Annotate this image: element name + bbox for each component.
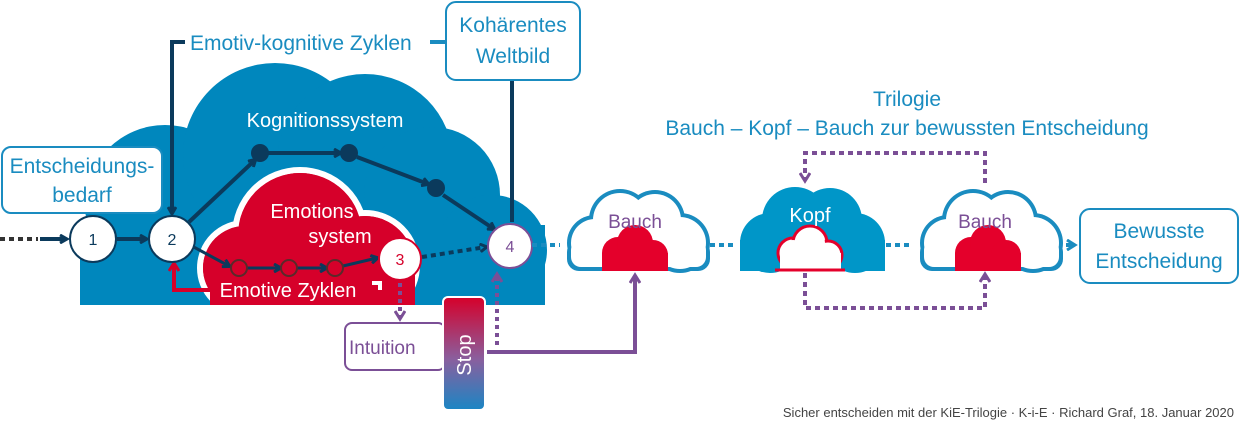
node-3: 3: [378, 237, 422, 281]
cognitive-paths: [40, 40, 514, 268]
node-2-label: 2: [168, 232, 177, 249]
entscheidungsbedarf-box: Entscheidungs- bedarf: [1, 146, 163, 214]
bewusste-entscheidung-box: Bewusste Entscheidung: [1079, 208, 1239, 284]
bewusste-line-2: Entscheidung: [1095, 250, 1222, 273]
node-2: 2: [148, 215, 196, 263]
koharentes-line-1: Kohärentes: [459, 14, 566, 37]
emotion-dots: [230, 259, 344, 277]
bauch-cloud-1: Bauch: [567, 189, 710, 273]
koharentes-weltbild-box: Kohärentes Weltbild: [445, 1, 581, 81]
bewusste-line-1: Bewusste: [1113, 220, 1204, 243]
node-3-label: 3: [396, 252, 405, 269]
loop-bottom-arrow: [803, 273, 985, 310]
node-1-label: 1: [89, 232, 98, 249]
kopf-label: Kopf: [789, 205, 831, 227]
cognition-dots: [251, 144, 445, 197]
entscheidungsbedarf-line-2: bedarf: [52, 184, 112, 207]
trilogie-subtitle: Bauch – Kopf – Bauch zur bewussten Entsc…: [665, 117, 1148, 140]
bauch-2-label: Bauch: [958, 212, 1012, 233]
bauch-red-cloud-2: [955, 225, 1021, 271]
intuition-box: Intuition: [344, 322, 446, 371]
bauch-red-cloud-1: [602, 225, 668, 271]
node-1: 1: [69, 215, 117, 263]
bauch-1-label: Bauch: [608, 212, 662, 233]
kopf-cloud: Kopf: [740, 187, 885, 273]
loop-top-arrow: [805, 151, 987, 183]
emotiv-kognitive-label: Emotiv-kognitive Zyklen: [190, 32, 412, 55]
footer-credit: Sicher entscheiden mit der KiE-Trilogie …: [783, 405, 1234, 420]
trilogie-title: Trilogie: [873, 88, 941, 111]
entscheidungsbedarf-line-1: Entscheidungs-: [10, 155, 155, 178]
node-4-label: 4: [506, 239, 515, 256]
bauch-cloud-2: Bauch: [920, 189, 1063, 273]
koharentes-line-2: Weltbild: [476, 45, 550, 68]
stop-to-bauch-arrow: [487, 276, 635, 354]
kognitionssystem-label: Kognitionssystem: [247, 110, 404, 132]
node-4: 4: [487, 223, 533, 269]
emotions-label-1: Emotions: [270, 201, 353, 223]
emotive-zyklen-label: Emotive Zyklen: [220, 280, 357, 302]
stop-bar: Stop: [442, 296, 486, 411]
stop-label: Stop: [454, 334, 476, 375]
emotions-label-2: system: [308, 226, 371, 248]
intuition-label: Intuition: [349, 338, 416, 359]
